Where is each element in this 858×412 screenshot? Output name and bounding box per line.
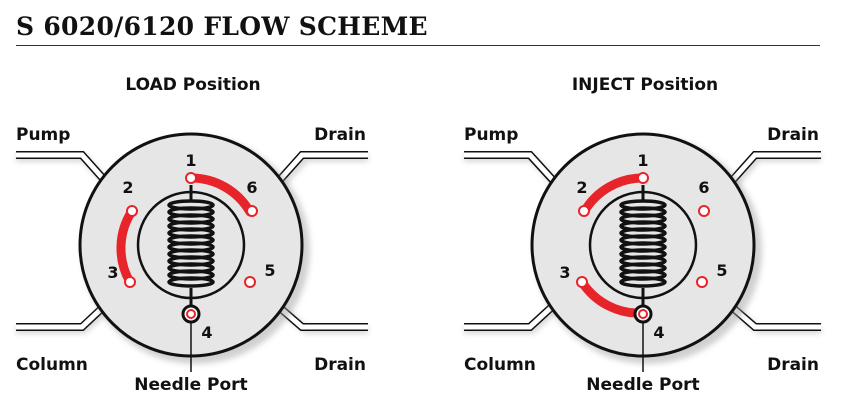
load-caption: LOAD Position (125, 75, 260, 95)
load-port-3 (124, 276, 136, 288)
load-port-number-3: 3 (107, 263, 118, 282)
load-port-number-2: 2 (122, 178, 133, 197)
title-divider (16, 45, 820, 46)
inject-port-6 (698, 205, 710, 217)
inject-pump-label: Pump (464, 125, 518, 145)
inject-port-number-2: 2 (576, 178, 587, 197)
load-needle-port-label: Needle Port (134, 375, 247, 395)
inject-needle-port-label: Needle Port (586, 375, 699, 395)
load-sample-loop-icon (167, 185, 215, 308)
inject-port-5 (696, 276, 708, 288)
inject-port-number-3: 3 (559, 263, 570, 282)
load-port-number-1: 1 (185, 151, 196, 170)
inject-port-number-6: 6 (698, 178, 709, 197)
load-port-2 (126, 205, 138, 217)
inject-port-number-4: 4 (653, 323, 664, 342)
inject-port-number-5: 5 (716, 261, 727, 280)
inject-position-diagram: 1 2 3 4 5 6 INJECT Position Pump Drain C… (464, 75, 821, 395)
load-channel-2-3 (116, 206, 137, 287)
inject-port-number-1: 1 (637, 151, 648, 170)
inject-drain-top-label: Drain (767, 125, 819, 145)
inject-port-1 (637, 172, 649, 184)
load-channel-1-6 (186, 173, 255, 217)
load-port-number-4: 4 (201, 323, 212, 342)
load-port-1 (185, 172, 197, 184)
load-port-6 (246, 205, 258, 217)
page-title: S 6020/6120 FLOW SCHEME (16, 12, 428, 41)
inject-drain-bottom-label: Drain (767, 355, 819, 375)
load-port-number-6: 6 (246, 178, 257, 197)
inject-caption: INJECT Position (572, 75, 718, 95)
inject-port-3 (576, 276, 588, 288)
load-column-label: Column (16, 355, 88, 375)
load-pump-label: Pump (16, 125, 70, 145)
load-drain-bottom-label: Drain (314, 355, 366, 375)
load-port-number-5: 5 (264, 261, 275, 280)
load-position-diagram: 1 2 3 4 5 6 LOAD Position Pump Drain Col… (16, 75, 368, 395)
load-port-5 (244, 276, 256, 288)
inject-channel-1-2 (579, 173, 648, 217)
inject-column-label: Column (464, 355, 536, 375)
load-drain-top-label: Drain (314, 125, 366, 145)
inject-port-2 (578, 205, 590, 217)
inject-sample-loop-icon (619, 185, 667, 308)
